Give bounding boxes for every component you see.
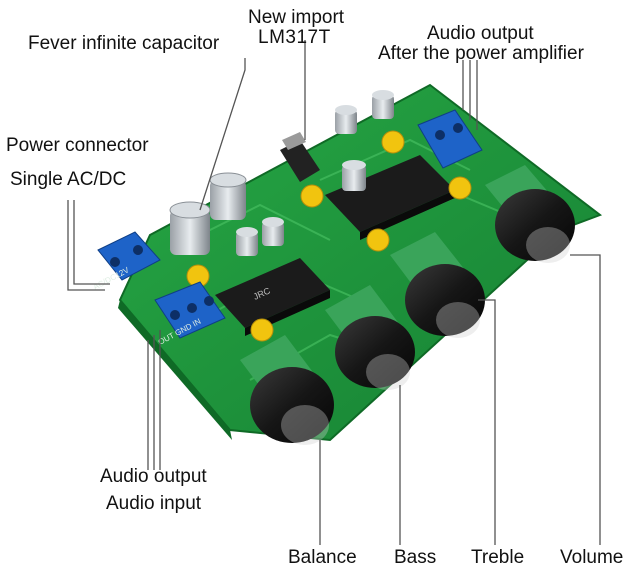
knob-treble (390, 232, 485, 338)
label-audio-output-bottom: Audio output (100, 466, 207, 487)
output-terminal-block (417, 109, 483, 169)
label-new-import: New import (248, 7, 345, 28)
label-bass: Bass (394, 547, 437, 568)
knob-volume (485, 165, 575, 263)
leader-lines (67, 40, 601, 545)
knob-balance (240, 335, 334, 445)
capacitor-large-2 (209, 172, 247, 220)
capacitor-small-4 (236, 227, 258, 256)
label-lm317t: LM317T (258, 27, 331, 48)
label-volume: Volume (560, 547, 624, 568)
label-power-connector: Power connector (6, 135, 149, 156)
label-balance: Balance (288, 547, 357, 568)
capacitor-large-1 (169, 201, 211, 255)
pcb-edge (118, 300, 232, 440)
yellow-capacitors (186, 130, 472, 342)
ic-chip-main (325, 155, 455, 240)
capacitor-small-3 (342, 160, 366, 191)
knob-bass (325, 285, 415, 390)
label-single-acdc: Single AC/DC (10, 169, 127, 190)
label-audio-output-top: Audio output (427, 23, 534, 44)
label-treble: Treble (471, 547, 525, 568)
label-fever-capacitor: Fever infinite capacitor (28, 33, 220, 54)
label-after-amplifier: After the power amplifier (378, 43, 584, 64)
capacitor-small-1 (335, 105, 357, 134)
label-audio-input: Audio input (106, 493, 202, 514)
capacitor-small-5 (262, 217, 284, 246)
power-terminal-block: AC/DC12V (92, 231, 161, 292)
capacitor-small-2 (372, 90, 394, 119)
lm317t-regulator (280, 132, 320, 182)
